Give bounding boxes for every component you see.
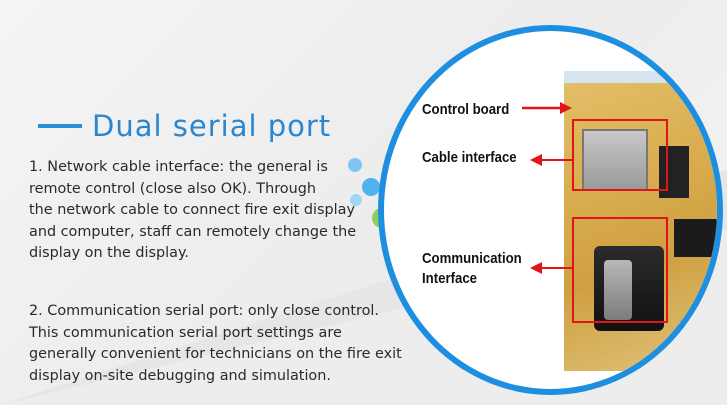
section-heading: Dual serial port: [38, 104, 331, 148]
heading-accent-rule: [38, 124, 82, 128]
paragraph-line: and computer, staff can remotely change …: [29, 223, 357, 240]
arrow-cable-interface: [530, 154, 574, 166]
arrow-communication-interface: [530, 262, 574, 274]
paragraph-line: generally convenient for technicians on …: [29, 346, 402, 363]
paragraph-line: display on the display.: [29, 245, 189, 262]
serial-db9-connector: [594, 246, 664, 331]
paragraph-line: display on-site debugging and simulation…: [29, 367, 331, 384]
label-communication-interface: Communication Interface: [422, 250, 522, 287]
paragraph-line: 2. Communication serial port: only close…: [29, 303, 379, 319]
communication-interface-highlight: [572, 217, 668, 323]
rj45-connector: [582, 129, 648, 191]
label-control-board: Control board: [422, 101, 510, 118]
cable-interface-highlight: [572, 119, 668, 191]
paragraph-line: 1. Network cable interface: the general …: [29, 159, 328, 175]
board-component: [674, 219, 717, 257]
paragraph-communication-serial: 2. Communication serial port: only close…: [29, 301, 402, 387]
heading-title: Dual serial port: [92, 109, 332, 143]
paragraph-line: the network cable to connect fire exit d…: [29, 202, 355, 219]
product-photo-circle: Control board Cable interface Communicat…: [378, 25, 723, 395]
paragraph-line: This communication serial port settings …: [29, 324, 342, 341]
label-cable-interface: Cable interface: [422, 149, 517, 166]
arrow-control-board: [522, 102, 572, 114]
paragraph-line: remote control (close also OK). Through: [29, 180, 316, 197]
paragraph-network-cable: 1. Network cable interface: the general …: [29, 157, 379, 265]
